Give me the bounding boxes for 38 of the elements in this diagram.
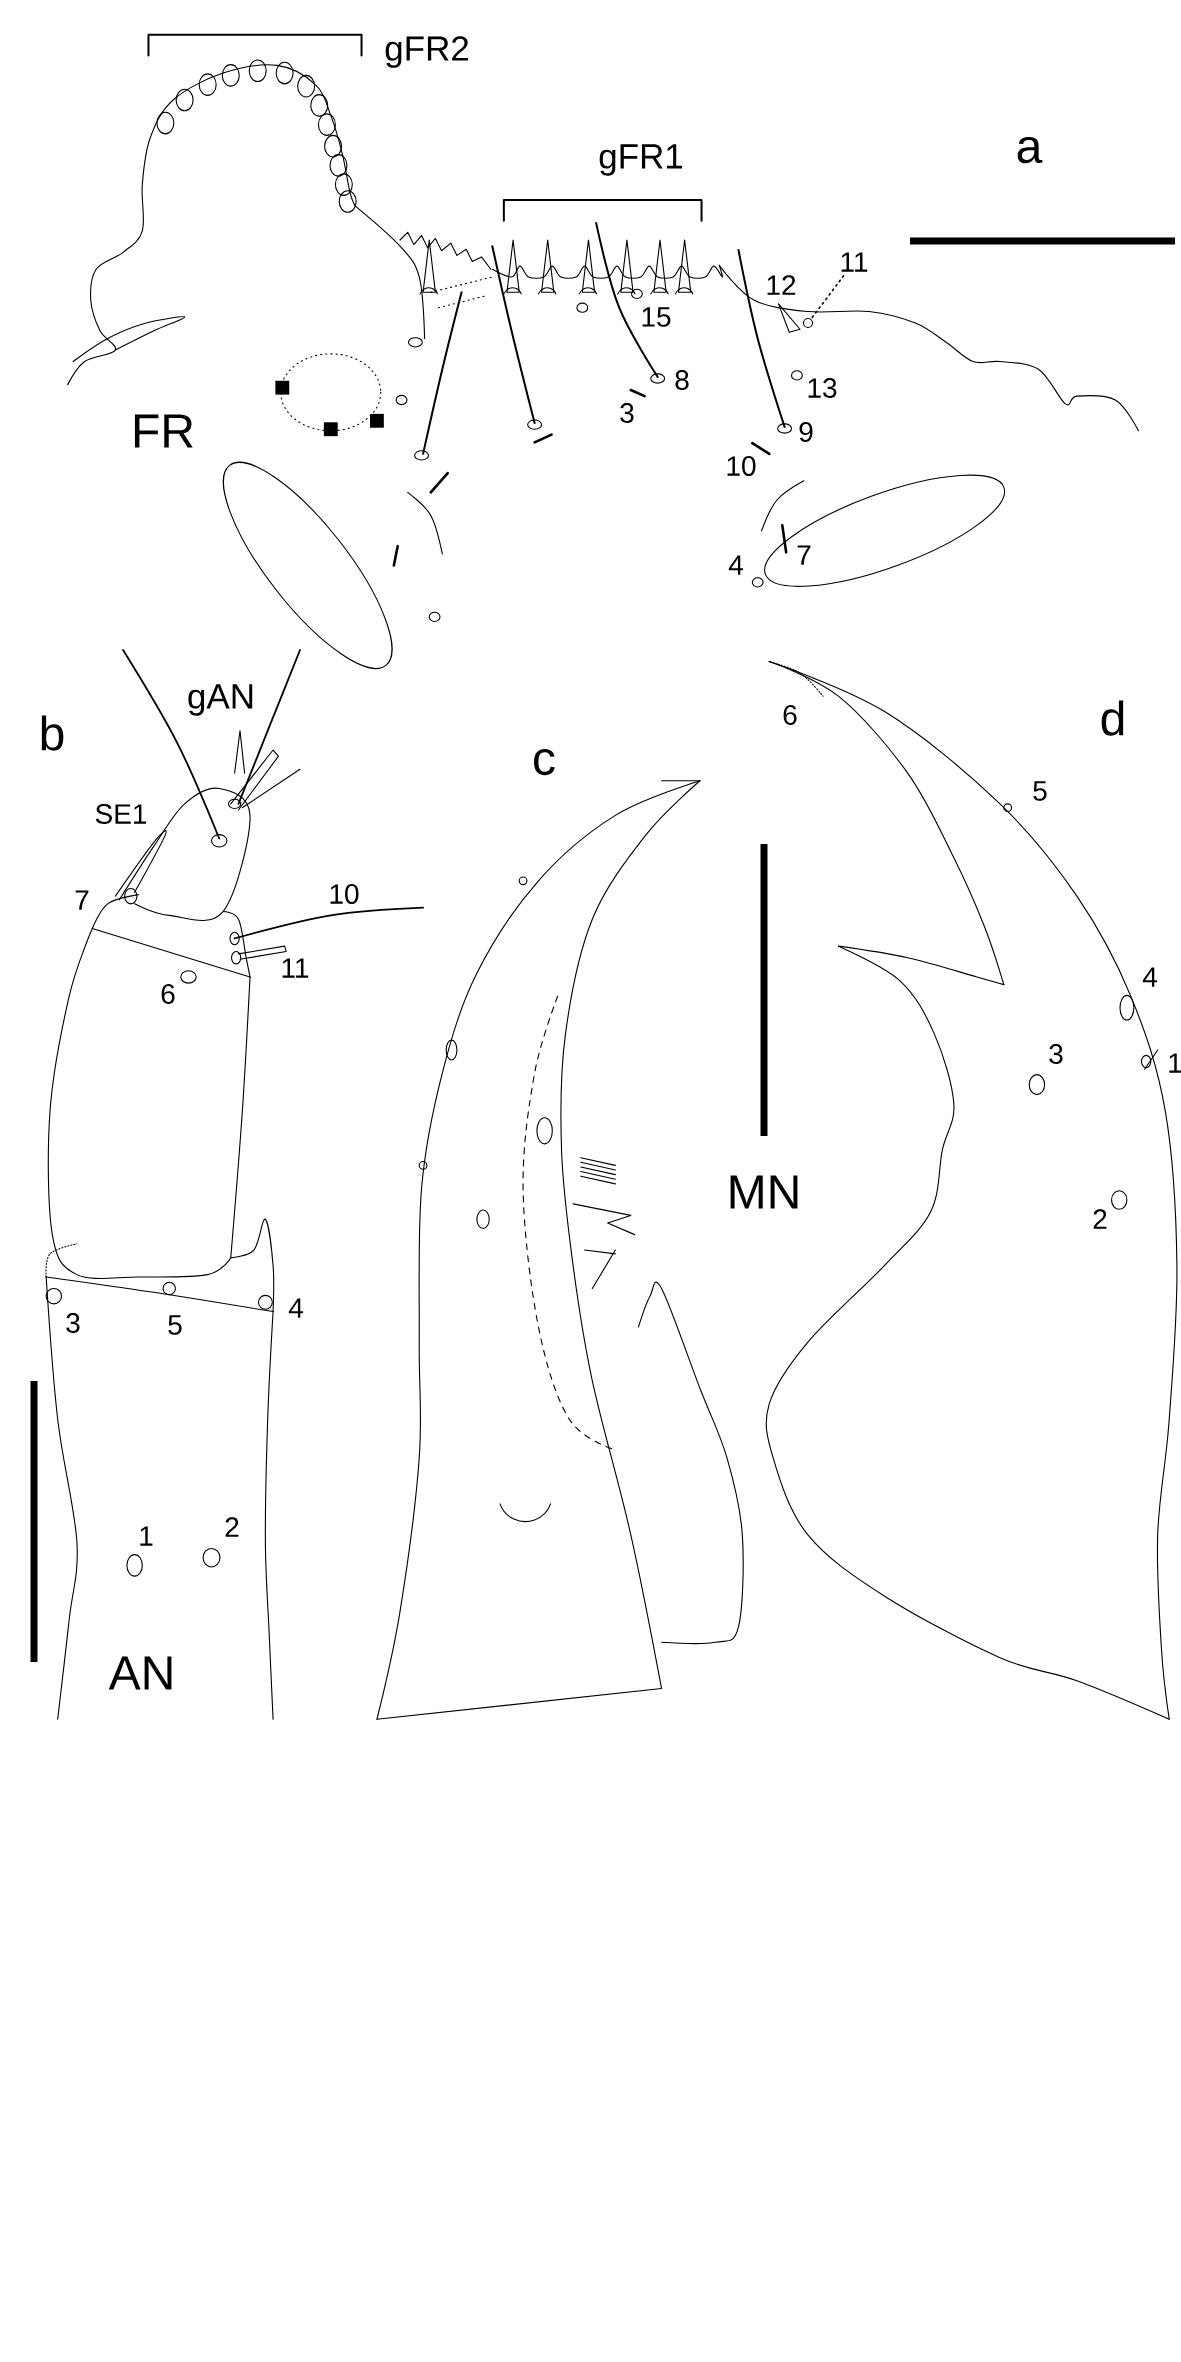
seta-number: 15 — [642, 307, 671, 327]
seta-number: 11 — [841, 252, 868, 272]
panel-letter: a — [1017, 136, 1043, 164]
seta-number: 2 — [1093, 1209, 1107, 1229]
seta-number: 6 — [161, 984, 175, 1004]
seta-number: 8 — [675, 370, 689, 390]
seta-number: SE1 — [95, 804, 147, 824]
seta-number: 6 — [783, 705, 797, 725]
seta-number: 7 — [75, 890, 89, 910]
group-label: gFR2 — [385, 36, 469, 68]
seta-number: 9 — [799, 422, 813, 442]
seta-number: 5 — [168, 1315, 182, 1335]
leader-line — [810, 275, 845, 320]
seta-number: 3 — [66, 1313, 80, 1333]
seta-number: 4 — [728, 555, 743, 575]
panel-letter: d — [1101, 700, 1124, 736]
seta-number: 2 — [225, 1517, 239, 1537]
seta-number: 1 — [1169, 1053, 1181, 1073]
seta-number: 12 — [767, 275, 796, 295]
structure-label: AN — [108, 1656, 172, 1690]
panel-letter: b — [41, 715, 64, 751]
seta-number: 3 — [620, 403, 634, 423]
seta-number: 5 — [1033, 781, 1047, 801]
seta-number: 10 — [330, 884, 359, 904]
seta-number: 7 — [797, 545, 811, 565]
seta-number: 1 — [140, 1526, 153, 1546]
seta-number: 13 — [808, 378, 837, 398]
structure-label: MN — [730, 1175, 798, 1209]
seta-number: 3 — [1049, 1044, 1063, 1064]
structure-label: FR — [134, 414, 193, 448]
seta-number: 4 — [288, 1298, 303, 1318]
pore — [802, 317, 814, 329]
group-label: gAN — [188, 684, 253, 716]
seta-number: 11 — [282, 958, 309, 978]
group-label: gFR1 — [599, 144, 683, 176]
seta-number: 4 — [1142, 967, 1157, 987]
seta-number: 10 — [727, 456, 756, 476]
panel-letter: c — [534, 748, 555, 776]
